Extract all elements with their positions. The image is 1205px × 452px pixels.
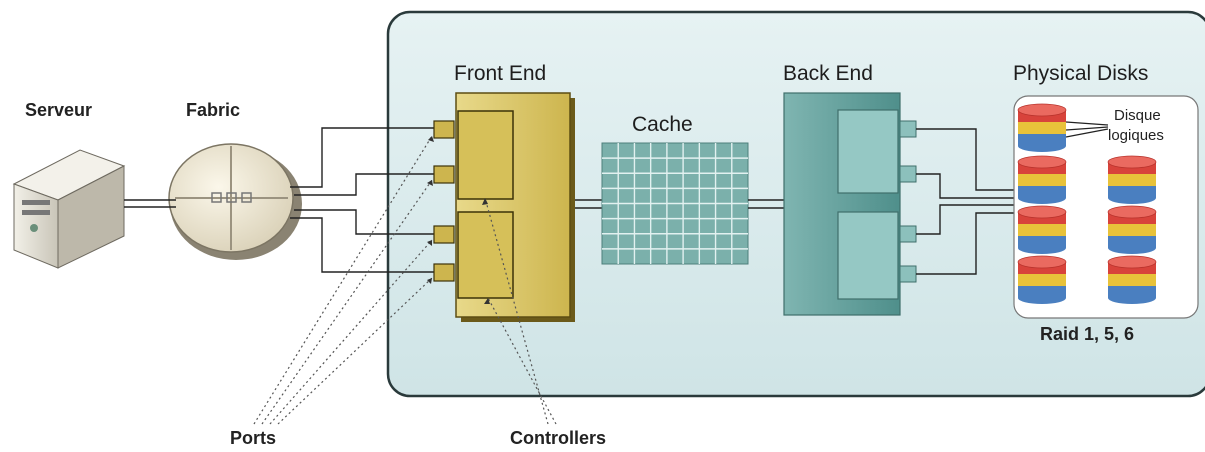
controllers-callout-lines [484,197,557,425]
disk-stack-icon [1107,155,1157,204]
cache-backend-links [748,199,784,209]
disque-label: Disque [1114,107,1161,124]
fabric-frontend-links [290,127,434,273]
disk-stack-icon [1107,205,1157,254]
ports-callout-lines [253,135,433,425]
be-port-4 [899,265,917,283]
server-label: Serveur [25,100,93,120]
be-port-2 [899,165,917,183]
disk-stack-icon [1107,255,1157,304]
disk-stack-icon [1017,155,1067,204]
cache-label: Cache [632,113,693,136]
be-port-3 [899,225,917,243]
fe-port-1 [433,120,455,139]
disk-stack-group [1017,103,1157,304]
logical-disk-pointers [1065,121,1109,138]
fabric-label: Fabric [186,100,241,120]
front-end-controller-1 [457,110,514,200]
server-icon [12,149,126,269]
front-end-block [433,92,575,322]
physical-disks-label: Physical Disks [1013,62,1149,85]
controllers-label: Controllers [510,428,607,448]
back-end-label: Back End [783,62,873,85]
controllers-callout-arrows [482,198,490,304]
frontend-cache-links [575,199,602,209]
front-end-label: Front End [454,62,547,85]
logiques-label: logiques [1108,127,1164,144]
front-end-controller-2 [457,211,514,299]
back-end-controller-1 [837,109,899,194]
disk-stack-icon [1017,205,1067,254]
cache-grid [601,142,749,265]
backend-disk-links [916,128,1016,275]
fe-port-2 [433,165,455,184]
ports-callout-arrows [427,136,434,284]
back-end-controller-2 [837,211,899,300]
disk-stack-icon [1017,255,1067,304]
back-end-block [783,92,917,316]
server-fabric-links [124,199,176,208]
fe-port-3 [433,225,455,244]
ports-label: Ports [230,428,277,448]
fabric-switch-icon [168,143,302,260]
disk-stack-icon [1017,103,1067,152]
fe-port-4 [433,263,455,282]
be-port-1 [899,120,917,138]
raid-label: Raid 1, 5, 6 [1040,324,1135,344]
